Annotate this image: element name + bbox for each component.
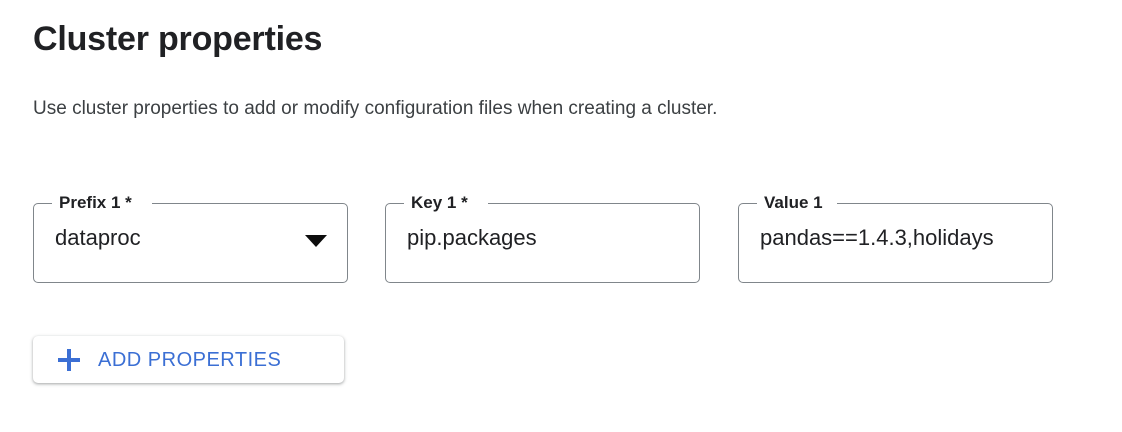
page-title: Cluster properties [33,20,323,58]
key-input[interactable]: pip.packages [407,225,537,250]
key-text-field[interactable]: Key 1 * pip.packages [385,193,700,283]
value-text-field[interactable]: Value 1 pandas==1.4.3,holidays [738,193,1053,283]
value-field-label: Value 1 [761,193,826,213]
key-field-label: Key 1 * [408,193,471,213]
prefix-select-value[interactable]: dataproc [55,225,141,250]
add-properties-button-label: ADD PROPERTIES [98,348,282,371]
prefix-select-field[interactable]: Prefix 1 * dataproc [33,193,348,283]
plus-icon [58,348,80,371]
section-description: Use cluster properties to add or modify … [33,98,718,119]
prefix-field-label: Prefix 1 * [56,193,135,213]
chevron-down-icon[interactable] [305,235,327,247]
add-properties-button[interactable]: ADD PROPERTIES [33,336,344,383]
value-input[interactable]: pandas==1.4.3,holidays [760,225,994,250]
